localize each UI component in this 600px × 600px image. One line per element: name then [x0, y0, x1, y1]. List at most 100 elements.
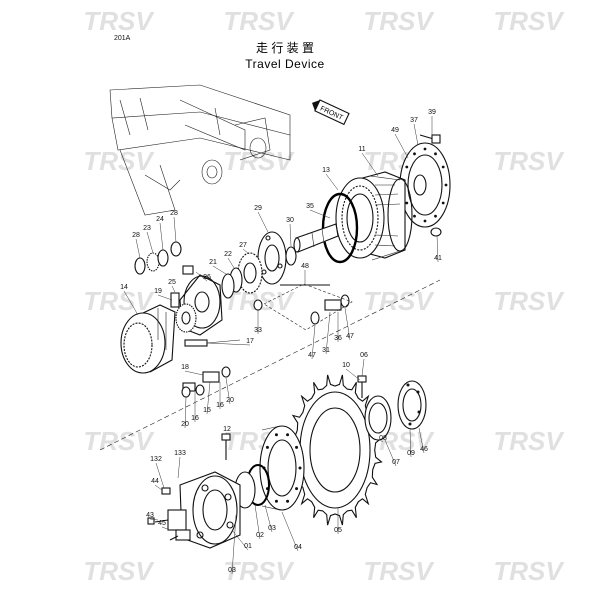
- bolt-group-18: [181, 366, 231, 398]
- callout-leader: [325, 173, 339, 191]
- bolt-hole: [286, 433, 290, 437]
- callout-c47b: 47: [346, 333, 354, 340]
- title-chinese: 走 行 装 置: [256, 41, 314, 55]
- callout-c27: 27: [239, 242, 247, 249]
- callout-leader: [257, 211, 269, 233]
- callout-c12: 12: [223, 426, 231, 433]
- bolt-hole: [405, 201, 409, 205]
- callout-c41: 41: [434, 255, 442, 262]
- callout-leader: [242, 248, 250, 255]
- callout-c33: 33: [254, 327, 262, 334]
- callout-layer: 3937491113354129304824282328272221262519…: [120, 109, 442, 575]
- callout-leader: [161, 526, 171, 531]
- callout-c46: 46: [420, 446, 428, 453]
- ring-gear-14: [120, 304, 176, 374]
- callout-c35: 35: [306, 203, 314, 210]
- watermark-mark: TRSV: [83, 556, 155, 586]
- callout-leader: [146, 231, 154, 254]
- callout-leader: [264, 504, 273, 533]
- pin-17: [184, 339, 241, 347]
- watermark-mark: TRSV: [83, 426, 155, 456]
- callout-leader: [384, 439, 397, 467]
- front-indicator: FRONT: [312, 99, 350, 126]
- washer-30: [285, 246, 297, 266]
- callout-c44: 44: [151, 478, 159, 485]
- callout-leader: [227, 257, 235, 269]
- watermark-mark: TRSV: [83, 146, 155, 176]
- callout-leader: [418, 427, 425, 454]
- watermark-mark: TRSV: [493, 426, 565, 456]
- callout-leader: [184, 370, 204, 376]
- bolt-hole: [295, 445, 299, 449]
- callout-leader: [206, 381, 211, 415]
- bolt-hole: [434, 152, 437, 156]
- planet-gear-27: [237, 252, 263, 294]
- callout-leader: [206, 342, 251, 346]
- callout-leader: [225, 432, 228, 435]
- bolt-hole: [444, 183, 448, 187]
- callout-c26: 26: [203, 274, 211, 281]
- watermark-mark: TRSV: [363, 286, 435, 316]
- callout-leader: [413, 123, 419, 146]
- callout-leader: [311, 324, 316, 360]
- bolt-hole: [423, 147, 427, 151]
- callout-c23: 23: [143, 225, 151, 232]
- bolt-hole: [434, 214, 437, 218]
- callout-leader: [409, 429, 412, 458]
- callout-c48: 48: [301, 263, 309, 270]
- bolt-hole: [413, 152, 416, 156]
- callout-c24: 24: [156, 216, 164, 223]
- floating-seal: [397, 380, 427, 430]
- watermark-mark: TRSV: [493, 6, 565, 36]
- callout-c19: 19: [154, 288, 162, 295]
- callout-c16b: 16: [216, 402, 224, 409]
- callout-leader: [394, 133, 409, 159]
- watermark-mark: TRSV: [83, 286, 155, 316]
- callout-leader: [325, 311, 331, 355]
- bolt-hole: [286, 499, 290, 503]
- callout-c05: 05: [334, 527, 342, 534]
- callout-c02: 02: [256, 532, 264, 539]
- callout-c37: 37: [410, 117, 418, 124]
- group-boundary: [99, 279, 441, 451]
- callout-c28a: 28: [170, 210, 178, 217]
- callout-c06: 06: [360, 352, 368, 359]
- callout-c22: 22: [224, 251, 232, 258]
- plug-41: [430, 227, 442, 237]
- bolt-hole: [298, 466, 302, 470]
- watermark-mark: TRSV: [363, 6, 435, 36]
- bolt-hole: [441, 201, 445, 205]
- callout-leader: [184, 396, 187, 429]
- callout-leader: [231, 514, 237, 575]
- callout-leader: [436, 235, 439, 263]
- callout-leader: [309, 209, 331, 219]
- callout-c43: 43: [146, 512, 154, 519]
- callout-leader: [159, 222, 164, 251]
- callout-c29: 29: [254, 205, 262, 212]
- bolt-hole: [441, 165, 445, 169]
- callout-c49: 49: [391, 127, 399, 134]
- callout-c09: 09: [407, 450, 415, 457]
- ring-gear-housing: [335, 171, 413, 261]
- callout-leader: [361, 152, 379, 177]
- callout-c08: 08: [379, 435, 387, 442]
- callout-c16a: 16: [191, 415, 199, 422]
- callout-leader: [195, 271, 208, 282]
- callout-c20b: 20: [226, 397, 234, 404]
- bolt-39: [419, 134, 441, 144]
- callout-leader: [171, 285, 176, 293]
- watermark-mark: TRSV: [493, 146, 565, 176]
- callout-c07: 07: [392, 459, 400, 466]
- watermark-mark: TRSV: [223, 556, 295, 586]
- callout-c03a: 03: [228, 567, 236, 574]
- callout-c15: 15: [203, 407, 211, 414]
- sprocket-hub: [259, 425, 305, 511]
- watermark-layer: TRSV TRSV TRSV TRSV TRSV TRSV TRSV TRSV TRSV TRSV…: [83, 6, 565, 586]
- bolt-hole: [274, 433, 278, 437]
- callout-c28b: 28: [132, 232, 140, 239]
- sub-group-31: [253, 294, 350, 325]
- sun-gear-stack: [134, 241, 182, 275]
- callout-c20a: 20: [181, 421, 189, 428]
